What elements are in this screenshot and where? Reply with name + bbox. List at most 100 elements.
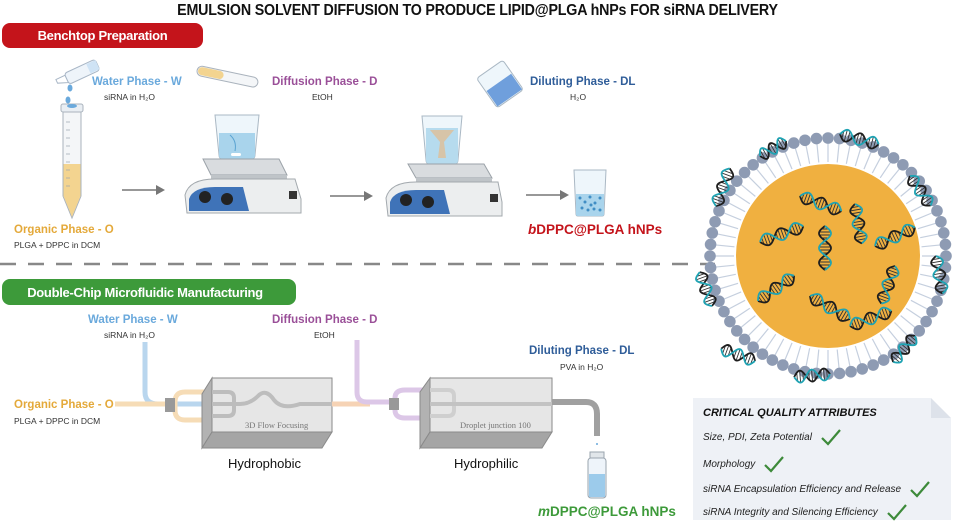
lipid-tail: [854, 147, 862, 167]
chip1-label: Hydrophobic: [228, 456, 301, 471]
chip2-label: Hydrophilic: [454, 456, 519, 471]
lipid-tail: [854, 345, 862, 365]
lipid-head: [747, 158, 759, 171]
lipid-tail: [920, 233, 939, 239]
lipid-tail: [774, 338, 785, 356]
lipid-tail: [747, 175, 762, 190]
ethanol-tube-icon: [196, 65, 259, 88]
lipid-head: [822, 368, 834, 380]
lipid-tail: [728, 299, 746, 310]
sirna-helix-icon: [759, 137, 787, 160]
benchtop-preparation-badge: Benchtop Preparation: [2, 23, 203, 48]
benchtop-diluting-phase-label: Diluting Phase - DL: [530, 76, 636, 88]
sirna-helix-icon: [711, 167, 735, 207]
lipid-head: [747, 341, 759, 354]
lipid-tail: [733, 307, 751, 320]
lipid-head: [706, 273, 719, 285]
microfluidic-manufacturing-badge: Double-Chip Microfluidic Manufacturing: [2, 279, 296, 305]
lipid-tail: [910, 202, 928, 213]
lipid-tail: [719, 282, 739, 290]
lipid-tail: [784, 342, 793, 361]
lipid-tail: [887, 328, 901, 344]
lipid-tail: [740, 183, 756, 197]
mf-diffusion-phase-sub: EtOH: [314, 330, 335, 340]
benchtop-organic-phase-sub: PLGA + DPPC in DCM: [14, 240, 101, 250]
sirna-helix-icon: [876, 265, 900, 305]
lipid-head: [935, 215, 947, 228]
lipid-head: [877, 354, 890, 366]
lipid-head: [926, 305, 938, 318]
collection-vial-icon: [587, 451, 607, 499]
lipid-tail: [894, 175, 909, 190]
lipid-tail: [805, 348, 811, 367]
lipid-head: [877, 146, 890, 158]
cqa-item-label: siRNA Encapsulation Efficiency and Relea…: [703, 483, 902, 495]
sirna-helix-icon: [849, 306, 893, 331]
plga-core: [736, 164, 920, 348]
lipid-tail: [755, 168, 769, 184]
cqa-item-label: Size, PDI, Zeta Potential: [703, 431, 812, 443]
lipid-head: [887, 348, 900, 360]
arrow-icon: [122, 185, 165, 195]
chip1-engraving: 3D Flow Focusing: [245, 420, 309, 430]
lipid-tail: [715, 244, 735, 248]
lipid-tail: [879, 333, 892, 351]
mf-organic-phase-sub: PLGA + DPPC in DCM: [14, 416, 101, 426]
lipid-tail: [900, 315, 916, 329]
sirna-helix-icon: [695, 271, 717, 307]
cqa-item-label: siRNA Integrity and Silencing Efficiency: [703, 506, 878, 518]
lipid-head: [920, 315, 932, 328]
lipid-head: [787, 363, 800, 375]
sirna-helix-icon: [799, 191, 843, 216]
lipid-tail: [871, 156, 882, 174]
lipid-head: [730, 325, 743, 337]
benchtop-product-label: bDPPC@PLGA hNPs: [528, 222, 662, 237]
lipid-head: [724, 315, 736, 328]
lipid-tail: [910, 299, 928, 310]
lipid-tail: [887, 168, 901, 184]
mf-product-name: DPPC@PLGA hNPs: [550, 504, 676, 519]
lipid-head: [931, 205, 943, 217]
mf-diluting-phase-sub: PVA in H₂O: [560, 362, 604, 372]
lipid-tail: [717, 233, 736, 239]
sirna-helix-icon: [874, 223, 916, 250]
lipid-head: [845, 365, 857, 378]
checkmark-icon: [764, 456, 785, 473]
diffusion-tube: [354, 340, 395, 405]
sirna-helix-icon: [849, 203, 868, 245]
lipid-tail: [764, 333, 777, 351]
lipid-head: [822, 132, 834, 144]
lipid-head: [766, 354, 779, 366]
cqa-title: CRITICAL QUALITY ATTRIBUTES: [703, 407, 877, 419]
lipid-tail: [863, 151, 872, 170]
lipid-tail: [755, 328, 769, 344]
magnetic-stirrer-icon: [385, 115, 503, 217]
chip2-engraving: Droplet junction 100: [460, 420, 531, 430]
lipid-head: [913, 325, 926, 337]
lipid-plga-nanoparticle-icon: [695, 128, 952, 384]
lipid-tail: [917, 282, 937, 290]
cqa-item: Morphology: [703, 455, 785, 473]
lipid-head: [939, 238, 952, 251]
lipid-head: [897, 158, 909, 171]
mf-water-phase-sub: siRNA in H₂O: [104, 330, 156, 340]
lipid-head: [718, 305, 730, 318]
lipid-tail: [836, 143, 840, 163]
lipid-head: [704, 238, 717, 251]
lipid-tail: [764, 161, 777, 179]
lipid-head: [704, 261, 717, 274]
lipid-head: [856, 363, 869, 375]
lipid-head: [940, 250, 952, 262]
benchtop-product-prefix: b: [528, 222, 537, 237]
lipid-tail: [917, 222, 937, 230]
mf-product-prefix: m: [538, 504, 551, 519]
section-divider: [0, 262, 715, 266]
lipid-tail: [914, 212, 933, 221]
lipid-tail: [845, 145, 851, 164]
lipid-tail: [845, 348, 851, 367]
benchtop-diffusion-phase-sub: EtOH: [312, 92, 333, 102]
mf-organic-phase-label: Organic Phase - O: [14, 399, 114, 411]
lipid-tail: [836, 349, 840, 369]
benchtop-organic-phase-label: Organic Phase - O: [14, 224, 114, 236]
sirna-helix-icon: [839, 128, 880, 150]
